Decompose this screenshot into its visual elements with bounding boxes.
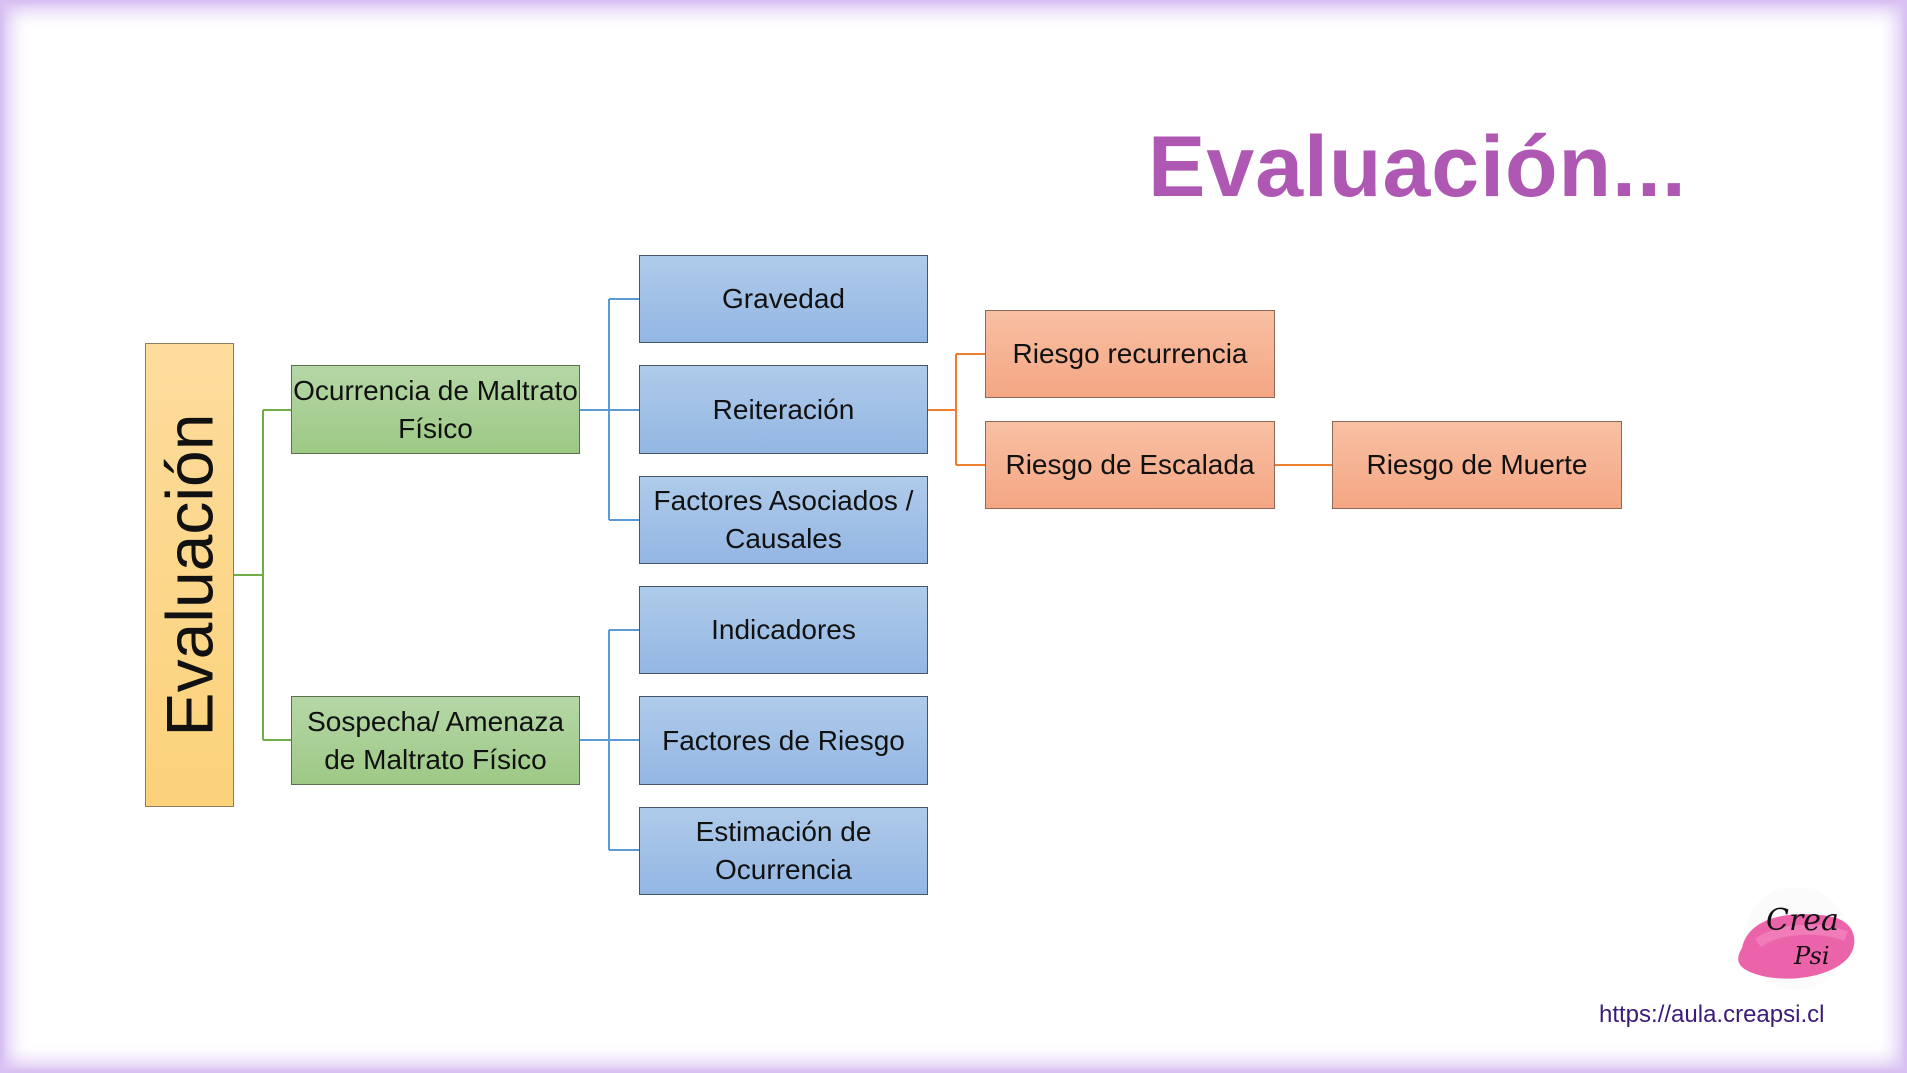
node-indicadores: Indicadores — [639, 586, 928, 674]
orange-connectors — [928, 353, 1332, 466]
node-factores-asociados: Factores Asociados / Causales — [639, 476, 928, 564]
node-ocurrencia: Ocurrencia de Maltrato Físico — [291, 365, 580, 454]
node-estimacion: Estimación de Ocurrencia — [639, 807, 928, 895]
svg-text:Crea: Crea — [1766, 903, 1839, 938]
node-factores-riesgo: Factores de Riesgo — [639, 696, 928, 785]
node-riesgo-muerte: Riesgo de Muerte — [1332, 421, 1622, 509]
node-sospecha: Sospecha/ Amenaza de Maltrato Físico — [291, 696, 580, 785]
node-gravedad: Gravedad — [639, 255, 928, 343]
slide-title: Evaluación... — [1148, 119, 1687, 215]
creapsi-logo: Crea Psi — [1738, 888, 1855, 990]
root-node-evaluacion: Evaluación — [145, 343, 234, 807]
website-url[interactable]: https://aula.creapsi.cl — [1599, 1001, 1825, 1028]
green-connectors — [234, 409, 291, 741]
blue-connectors — [580, 298, 639, 851]
node-riesgo-recurrencia: Riesgo recurrencia — [985, 310, 1275, 398]
node-riesgo-escalada: Riesgo de Escalada — [985, 421, 1275, 509]
node-reiteracion: Reiteración — [639, 365, 928, 454]
svg-text:Psi: Psi — [1793, 942, 1830, 970]
